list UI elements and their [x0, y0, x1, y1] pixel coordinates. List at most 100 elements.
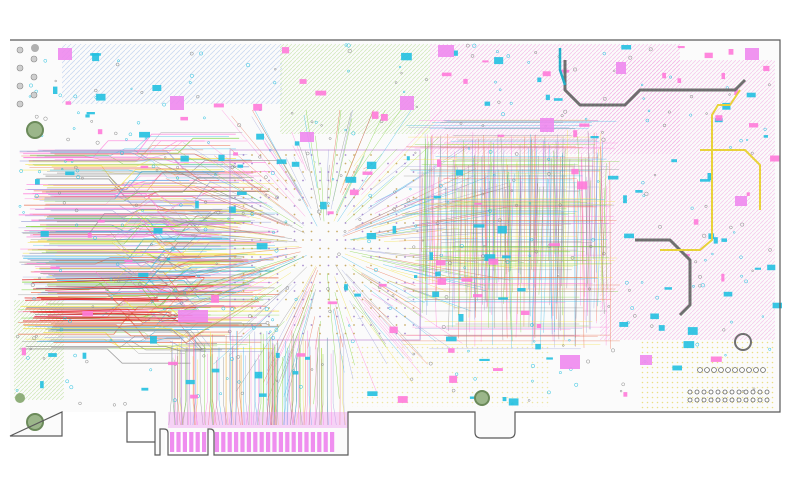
smd-pad: [715, 115, 723, 121]
via: [584, 117, 588, 121]
smd-pad: [455, 169, 463, 176]
edge-trace: [237, 330, 241, 426]
header-pin: [753, 367, 759, 373]
bga-via: [319, 213, 321, 216]
bga-via: [293, 179, 296, 182]
vertical-trace: [533, 134, 537, 342]
via: [421, 239, 424, 242]
bga-via: [404, 162, 406, 165]
bga-via: [268, 281, 270, 284]
header-pin: [736, 389, 742, 395]
vertical-trace: [596, 133, 602, 322]
header-pin: [764, 397, 770, 403]
via: [414, 151, 417, 154]
edge-trace: [172, 340, 176, 426]
power-traces: [558, 48, 761, 317]
bga-via: [251, 179, 253, 182]
smd-pad: [763, 65, 770, 72]
fanout-trace: [330, 109, 353, 210]
bga-via: [378, 332, 381, 335]
bga-via: [302, 230, 304, 233]
bga-via: [302, 264, 304, 267]
bga-via: [242, 273, 245, 275]
via: [337, 252, 341, 256]
bga-via: [387, 315, 389, 318]
bga-via: [310, 154, 313, 156]
smd-pad: [700, 179, 711, 182]
via: [733, 231, 736, 234]
bus-trace: [19, 348, 191, 364]
via: [730, 320, 733, 324]
via: [219, 392, 223, 396]
fanout-trace: [213, 311, 272, 365]
bga-via: [387, 230, 389, 233]
fanout-trace: [149, 216, 293, 240]
fanout-trace: [387, 279, 459, 309]
via: [527, 61, 531, 64]
bga-via: [259, 171, 262, 173]
smd-pad: [299, 79, 307, 84]
bga-via: [344, 307, 347, 309]
bga-via: [310, 188, 313, 190]
via: [199, 51, 204, 56]
via: [692, 284, 695, 288]
fanout-trace: [305, 109, 323, 214]
smd-pad: [746, 192, 750, 196]
via: [42, 357, 46, 360]
highlight-net-trace: [25, 297, 158, 301]
fanout-trace: [334, 276, 353, 322]
bus-trace: [51, 336, 243, 348]
bga-via: [310, 307, 313, 309]
via: [120, 223, 124, 227]
smd-pad: [389, 326, 398, 334]
vertical-trace: [598, 149, 604, 302]
io-connector-pin: [30, 73, 38, 81]
smd-pad: [693, 219, 699, 225]
vertical-trace: [575, 171, 580, 319]
bga-via: [234, 281, 236, 284]
pcie-finger: [214, 432, 219, 452]
fanout-trace: [160, 287, 249, 323]
bga-via: [242, 196, 245, 199]
smd-pad: [282, 47, 290, 54]
bus-trace: [37, 140, 205, 151]
bus-trace: [25, 220, 251, 227]
vertical-trace: [475, 138, 479, 318]
bus-trace: [57, 280, 211, 299]
smd-pad: [446, 336, 457, 342]
bga-via: [327, 281, 330, 284]
via: [481, 124, 485, 127]
fanout-trace: [338, 111, 352, 161]
via: [568, 339, 571, 342]
bga-via: [293, 188, 296, 190]
bga-via: [242, 247, 245, 250]
bus-trace: [57, 294, 280, 298]
smd-pad: [211, 295, 219, 303]
via: [388, 306, 392, 310]
edge-trace: [174, 354, 178, 426]
bga-via: [370, 230, 372, 233]
pcie-finger: [272, 432, 277, 452]
smd-pad: [344, 284, 348, 291]
fanout-trace: [248, 287, 266, 293]
edge-trace: [193, 359, 199, 426]
fanout-trace: [347, 168, 477, 232]
via: [467, 349, 470, 353]
fanout-trace: [197, 239, 275, 243]
fanout-trace: [363, 284, 437, 342]
via: [258, 155, 262, 159]
via: [768, 347, 772, 351]
via: [221, 306, 226, 311]
smd-pad: [401, 52, 412, 61]
smd-pad: [65, 158, 74, 161]
smd-pad: [50, 266, 60, 269]
fanout-trace: [221, 235, 298, 243]
edge-trace: [268, 336, 271, 426]
bga-via: [268, 188, 270, 190]
via: [739, 139, 743, 143]
via: [473, 377, 477, 381]
via: [15, 389, 19, 392]
bus-trace: [39, 260, 249, 269]
via: [644, 191, 649, 196]
bga-region: [229, 149, 421, 341]
